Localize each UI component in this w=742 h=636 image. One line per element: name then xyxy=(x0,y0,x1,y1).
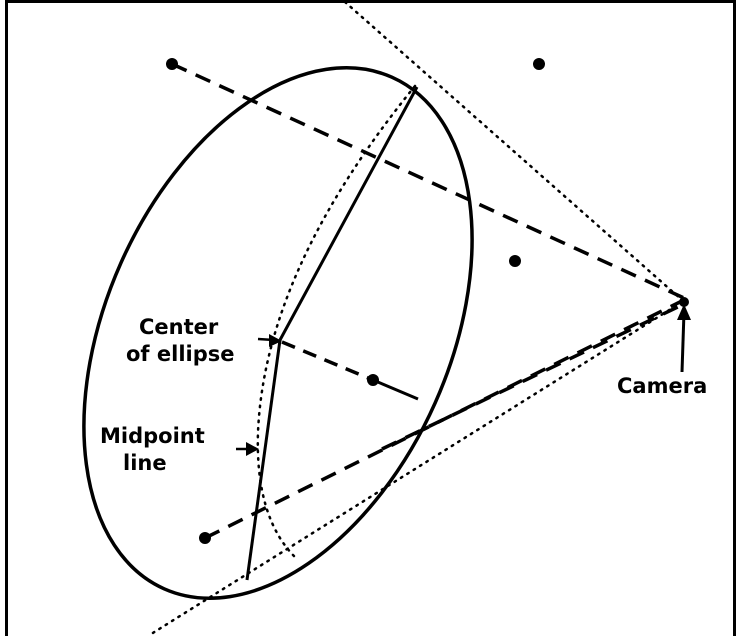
diagram-frame xyxy=(5,0,736,636)
camera-arrow-shaft xyxy=(680,311,686,373)
midpoint-line-label-line2: line xyxy=(123,451,167,475)
dotted-lower-tangent xyxy=(146,300,684,636)
dotted-upper-tangent xyxy=(343,0,684,302)
point-ellipse-center xyxy=(367,374,379,386)
camera-arrowhead xyxy=(677,304,691,320)
point-right-middle xyxy=(509,255,521,267)
center-of-ellipse-label-line2: of ellipse xyxy=(126,342,235,366)
dashed-center-ray xyxy=(281,340,374,382)
point-top-left xyxy=(166,58,178,70)
dashed-lower-ray-2 xyxy=(381,302,685,451)
dotted-midpoint-curve xyxy=(256,84,417,562)
solid-center-segment xyxy=(372,378,419,401)
dashed-lower-ray xyxy=(204,298,685,540)
point-top-right xyxy=(533,58,545,70)
center-label-arrowhead xyxy=(269,334,282,347)
camera-label: Camera xyxy=(617,374,707,398)
point-bottom-left xyxy=(199,532,211,544)
ellipse xyxy=(82,66,474,600)
dashed-upper-ray xyxy=(171,62,685,300)
camera-point xyxy=(679,297,689,307)
solid-upper-chord xyxy=(278,86,419,341)
center-of-ellipse-label-line1: Center xyxy=(139,315,219,339)
solid-lower-chord xyxy=(245,339,282,581)
midpoint-line-label-line1: Midpoint xyxy=(100,424,205,448)
midpoint-label-arrowhead xyxy=(246,442,259,456)
